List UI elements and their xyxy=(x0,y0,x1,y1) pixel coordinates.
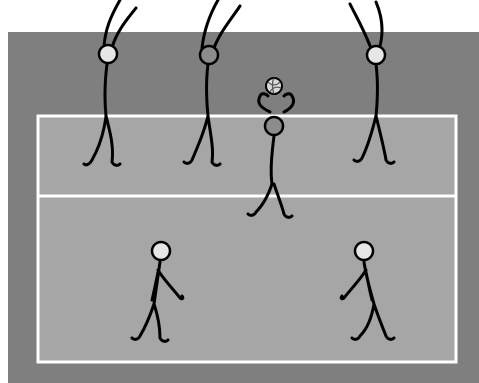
back-row-left xyxy=(130,240,185,343)
blocker-right xyxy=(348,0,396,165)
court-boundary-line xyxy=(36,114,458,364)
back-row-left-head xyxy=(150,240,172,262)
blocker-right-body xyxy=(352,62,396,165)
setter-body xyxy=(246,134,294,219)
blocker-middle-body xyxy=(182,62,222,167)
blocker-middle-head xyxy=(198,44,220,66)
volleyball-icon xyxy=(265,77,283,95)
blocker-right-head xyxy=(365,44,387,66)
back-row-left-body xyxy=(130,260,185,343)
back-row-right xyxy=(339,240,396,341)
blocker-left-head xyxy=(97,43,119,65)
back-row-right-head xyxy=(353,240,375,262)
setter-head xyxy=(263,115,285,137)
setter xyxy=(246,92,296,219)
setter-arms xyxy=(257,92,296,114)
blocker-middle xyxy=(182,0,242,167)
blocker-left xyxy=(82,0,138,167)
back-row-right-body xyxy=(339,260,396,341)
blocker-left-body xyxy=(82,62,122,167)
blocker-middle-arms xyxy=(200,0,242,50)
blocker-right-arms xyxy=(348,0,384,48)
court-surface xyxy=(38,116,456,362)
